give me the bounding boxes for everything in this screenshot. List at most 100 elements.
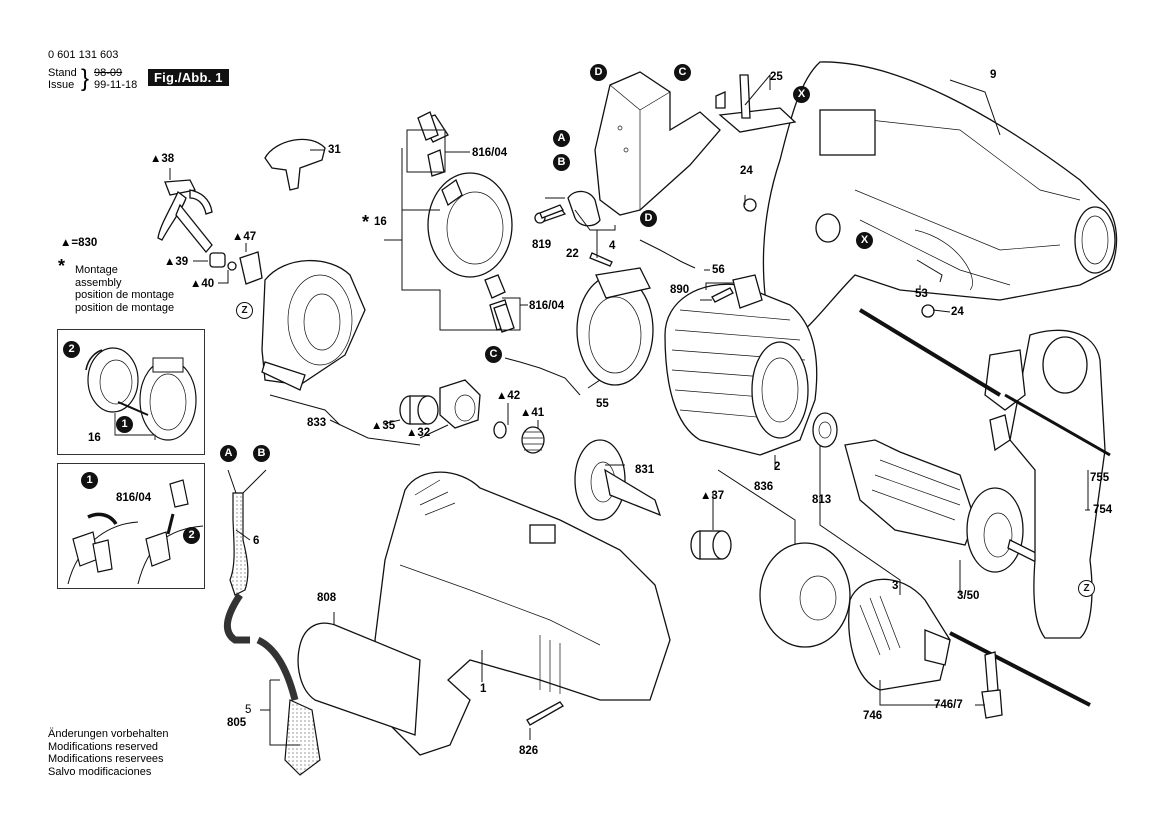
depth-stop-rod-part-755: [1004, 393, 1111, 457]
threaded-rod: [858, 308, 1002, 397]
slider-part-25: [715, 74, 797, 133]
part-label-3: 3: [892, 580, 899, 592]
carbon-brush-top: [417, 111, 439, 141]
label-part-808: [297, 622, 421, 736]
part-label-24-top: 24: [740, 165, 753, 177]
inset-brush-replacement: 1 2 816/04: [57, 463, 205, 589]
part-label-755: 755: [1090, 472, 1110, 484]
notice-line-de: Änderungen vorbehalten: [48, 728, 169, 740]
part-label-47: ▲47: [232, 231, 257, 243]
cap-part-31: [264, 138, 326, 191]
chuck-part-746: [848, 578, 951, 691]
part-label-836: 836: [754, 481, 774, 493]
part-label-6: 6: [253, 535, 260, 547]
notice-line-en: Modifications reserved: [48, 740, 159, 753]
part-label-746-7: 746/7: [934, 699, 963, 711]
triangle-legend: ▲=830: [60, 237, 98, 249]
notice-line-fr: Modifications reservees: [48, 753, 164, 765]
pad-part-39: [209, 252, 226, 268]
power-cable-part-805: [223, 469, 321, 776]
asterisk-marker: *: [362, 212, 370, 232]
gear-cover-part-836: [759, 542, 851, 648]
part-label-1: 1: [480, 683, 487, 695]
part-label-25: 25: [770, 71, 783, 83]
wire-part-56: [639, 239, 696, 269]
part-label-56: 56: [712, 264, 725, 276]
drill-housing-part-1: [374, 471, 671, 756]
part-label-5: 5: [245, 704, 252, 716]
callout-d: D: [590, 64, 607, 81]
part-label-42: ▲42: [496, 390, 521, 402]
spring-part-41: [521, 426, 545, 454]
screw-part-890: [711, 287, 734, 303]
part-label-826: 826: [519, 745, 539, 757]
clamp-part-890: [732, 274, 763, 309]
modifications-notice: Änderungen vorbehalten Modifications res…: [48, 728, 168, 778]
part-label-31: 31: [328, 144, 341, 156]
part-label-38: ▲38: [150, 153, 175, 165]
step-1-badge: 1: [81, 472, 98, 489]
housing-shell-part-9: [762, 61, 1118, 341]
asterisk-legend: Montage assembly position de montage pos…: [75, 264, 174, 314]
part-label-41: ▲41: [520, 407, 545, 419]
part-label-4: 4: [609, 240, 616, 252]
part-label-813: 813: [812, 494, 832, 506]
callout-a: A: [220, 445, 237, 462]
part-label-833: 833: [307, 417, 327, 429]
part-label-819: 819: [532, 239, 552, 251]
armature-part-3: [844, 439, 1041, 573]
part-label-40: ▲40: [190, 278, 215, 290]
part-label-890: 890: [670, 284, 690, 296]
part-label-55: 55: [596, 398, 609, 410]
inset-label-16: 16: [88, 432, 101, 444]
carbon-brush-bottom: [493, 303, 515, 333]
part-label-831: 831: [635, 464, 655, 476]
part-label-816-04-bottom: 816/04: [529, 300, 565, 312]
issue-label: Issue: [48, 79, 75, 91]
field-coil-part-2: [664, 283, 818, 456]
brace: }: [81, 65, 90, 92]
notice-line-es: Salvo modificaciones: [48, 765, 152, 778]
part-label-24-bottom: 24: [951, 306, 964, 318]
clutch-nut-part-32: [439, 379, 481, 429]
inset-brush-plate-assembly: 2 1 16: [57, 329, 205, 455]
issue-date: 99-11-18: [94, 79, 138, 91]
part-label-37: ▲37: [700, 490, 725, 502]
part-label-35: ▲35: [371, 420, 396, 432]
part-label-808: 808: [317, 592, 337, 604]
callout-b: B: [253, 445, 270, 462]
callout-z: Z: [1078, 580, 1095, 597]
ring-part-40: [227, 261, 237, 271]
asterisk-legend-line: position de montage: [75, 301, 175, 314]
figure-badge: Fig./Abb. 1: [148, 69, 229, 86]
inset-brush-replacement-drawing: [67, 479, 204, 585]
part-label-39: ▲39: [164, 256, 189, 268]
bearing-part-813: [812, 412, 838, 448]
callout-x: X: [856, 232, 873, 249]
step-2-badge: 2: [183, 527, 200, 544]
callout-c: C: [674, 64, 691, 81]
part-label-816-04-top: 816/04: [472, 147, 508, 159]
wire-part-55: [504, 357, 581, 396]
part-label-53: 53: [915, 288, 928, 300]
part-label-746: 746: [863, 710, 883, 722]
part-label-9: 9: [990, 69, 997, 81]
part-label-16: 16: [374, 216, 387, 228]
spindle-gear-part-831: [574, 439, 662, 521]
callout-c: C: [485, 346, 502, 363]
auxiliary-handle-part-754: [984, 329, 1106, 639]
document-part-number: 0 601 131 603: [48, 49, 119, 61]
leader-lines: [169, 73, 1090, 746]
washer-part-24-bottom: [921, 304, 935, 318]
inset-brush-plate-drawing: [85, 347, 197, 441]
part-label-22: 22: [566, 248, 579, 260]
part-label-3-50: 3/50: [957, 590, 980, 602]
callout-z: Z: [236, 302, 253, 319]
callout-x: X: [793, 86, 810, 103]
callout-a: A: [553, 130, 570, 147]
asterisk-symbol: *: [58, 256, 66, 276]
needle-bearing-part-35: [399, 395, 439, 425]
bushing-part-37: [690, 530, 732, 560]
holder-part-47: [239, 251, 263, 285]
